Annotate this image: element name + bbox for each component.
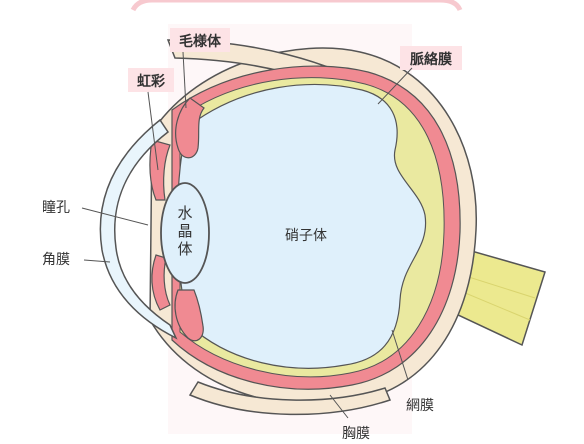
leader-retina: [391, 329, 409, 381]
top-bracket: [130, 0, 463, 12]
label-choroid: 脈絡膜: [410, 51, 452, 68]
leader-iris: [147, 91, 159, 171]
cornea: [99, 118, 178, 340]
label-pupil: 瞳孔: [42, 199, 70, 216]
leader-sclera: [329, 394, 349, 419]
label-box-iris: [128, 68, 174, 92]
iris-lower: [151, 254, 171, 311]
leader-pupil: [81, 207, 149, 226]
label-vitreous-body: 硝子体: [285, 228, 327, 244]
label-sclera: 胸膜: [342, 426, 370, 442]
lens: [160, 182, 210, 284]
leader-choroid: [377, 67, 413, 105]
label-box-choroid: [400, 46, 462, 70]
ciliary-body-lower: [174, 289, 204, 342]
label-lens-char-2: 晶: [177, 222, 192, 240]
label-iris: 虹彩: [137, 73, 165, 90]
label-lens-char-3: 体: [177, 240, 192, 258]
ciliary-body-upper: [175, 97, 205, 159]
label-ciliary-body: 毛様体: [179, 33, 222, 50]
vitreous-body: [177, 83, 427, 369]
leader-ciliary: [182, 51, 187, 109]
label-retina: 網膜: [406, 398, 434, 414]
label-lens-char-1: 水: [177, 204, 192, 222]
iris-upper: [149, 139, 171, 201]
label-box-ciliary: [170, 28, 230, 52]
sclera-lower-extension: [188, 381, 392, 416]
leader-cornea: [83, 259, 111, 263]
label-cornea: 角膜: [42, 252, 70, 268]
